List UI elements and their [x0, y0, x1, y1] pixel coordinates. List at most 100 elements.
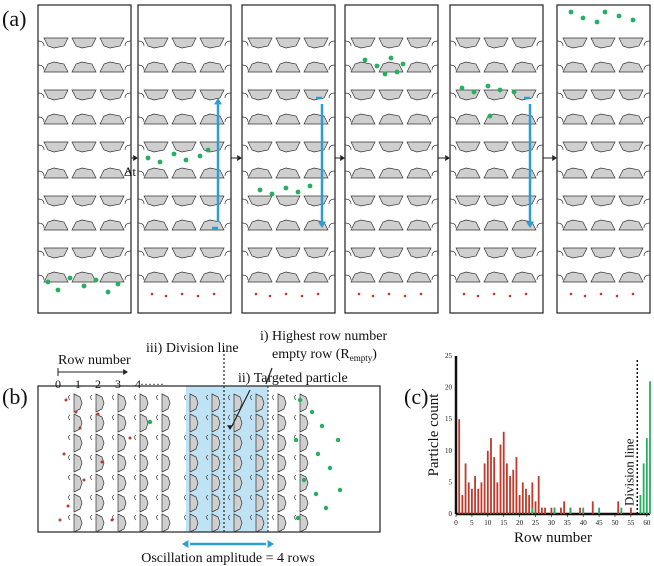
red-particle: [599, 292, 603, 296]
edge-hook: [328, 274, 336, 281]
edge-hook: [272, 434, 275, 441]
trap-obstacle: [43, 271, 69, 283]
edge-hook: [184, 474, 187, 481]
edge-hook: [344, 274, 352, 281]
red-particle: [66, 504, 70, 508]
frame-border: [37, 4, 132, 314]
green-particle: [205, 147, 211, 153]
trap-obstacle: [406, 37, 432, 49]
green-particle: [315, 451, 321, 457]
trap-obstacle: [211, 493, 221, 513]
red-particle: [128, 436, 132, 440]
edge-hook: [328, 40, 336, 47]
green-particle: [511, 89, 517, 95]
arrow-head: [340, 155, 345, 161]
edge-hook: [37, 64, 45, 71]
green-particle: [319, 423, 325, 429]
trap-obstacle: [189, 413, 199, 433]
trap-obstacle: [562, 37, 588, 49]
trap-obstacle: [99, 61, 125, 73]
edge-hook: [556, 116, 564, 123]
trap-obstacle: [71, 61, 97, 73]
red-particle: [254, 292, 258, 296]
edge-hook: [536, 274, 544, 281]
edge-hook: [344, 92, 352, 99]
edge-hook: [250, 414, 253, 421]
highest-empty-row-label: i) Highest row number: [260, 330, 387, 344]
trap-obstacle: [71, 89, 97, 101]
edge-hook: [228, 394, 231, 401]
edge-hook: [294, 514, 297, 521]
edge-hook: [68, 414, 71, 421]
edge-hook: [643, 250, 651, 257]
trap-obstacle: [406, 113, 432, 125]
trap-obstacle: [43, 89, 69, 101]
trap-obstacle: [590, 141, 616, 153]
trap-obstacle: [139, 453, 149, 473]
red-particle: [96, 412, 100, 416]
edge-hook: [90, 454, 93, 461]
trap-obstacle: [455, 219, 481, 231]
x-tick-label: 30: [548, 519, 556, 527]
trap-obstacle: [139, 413, 149, 433]
green-particle: [293, 437, 299, 443]
edge-hook: [37, 92, 45, 99]
frame-border: [556, 4, 651, 314]
green-particle: [394, 69, 400, 75]
trap-obstacle: [247, 271, 273, 283]
trap-obstacle: [143, 271, 169, 283]
x-tick-label: 10: [484, 519, 492, 527]
edge-hook: [556, 274, 564, 281]
trap-obstacle: [171, 167, 197, 179]
edge-hook: [137, 40, 145, 47]
edge-hook: [124, 250, 132, 257]
bar: [598, 507, 601, 514]
green-particle: [323, 505, 329, 511]
trap-obstacle: [350, 113, 376, 125]
edge-hook: [156, 494, 159, 501]
trap-obstacle: [211, 513, 221, 533]
green-particle: [145, 155, 151, 161]
arrow-head: [445, 155, 450, 161]
trap-obstacle: [277, 453, 287, 473]
red-particle: [74, 410, 78, 414]
trap-obstacle: [43, 141, 69, 153]
edge-hook: [643, 144, 651, 151]
bar: [528, 495, 531, 514]
green-particle: [580, 15, 586, 21]
edge-hook: [184, 514, 187, 521]
trap-obstacle: [378, 195, 404, 207]
edge-hook: [344, 144, 352, 151]
edge-hook: [224, 64, 232, 71]
edge-hook: [536, 198, 544, 205]
edge-hook: [294, 494, 297, 501]
trap-obstacle: [189, 393, 199, 413]
edge-hook: [328, 170, 336, 177]
edge-hook: [241, 198, 249, 205]
panel-b-label: (b): [2, 384, 28, 409]
x-tick-label: 35: [564, 519, 572, 527]
x-tick-label: 55: [627, 519, 635, 527]
trap-obstacle: [618, 61, 644, 73]
edge-hook: [184, 414, 187, 421]
trap-obstacle: [378, 271, 404, 283]
edge-hook: [536, 116, 544, 123]
edge-hook: [556, 170, 564, 177]
red-particle: [524, 292, 528, 296]
trap-obstacle: [299, 513, 309, 533]
trap-obstacle: [562, 113, 588, 125]
edge-hook: [68, 394, 71, 401]
bar: [486, 450, 489, 514]
trap-obstacle: [161, 433, 171, 453]
trap-obstacle: [275, 37, 301, 49]
trap-obstacle: [255, 393, 265, 413]
edge-hook: [241, 274, 249, 281]
edge-hook: [37, 250, 45, 257]
x-tick-label: 20: [516, 519, 524, 527]
edge-hook: [272, 454, 275, 461]
bar: [531, 507, 534, 514]
edge-hook: [134, 394, 137, 401]
channel-border: [37, 385, 381, 533]
trap-obstacle: [117, 453, 127, 473]
edge-hook: [184, 454, 187, 461]
